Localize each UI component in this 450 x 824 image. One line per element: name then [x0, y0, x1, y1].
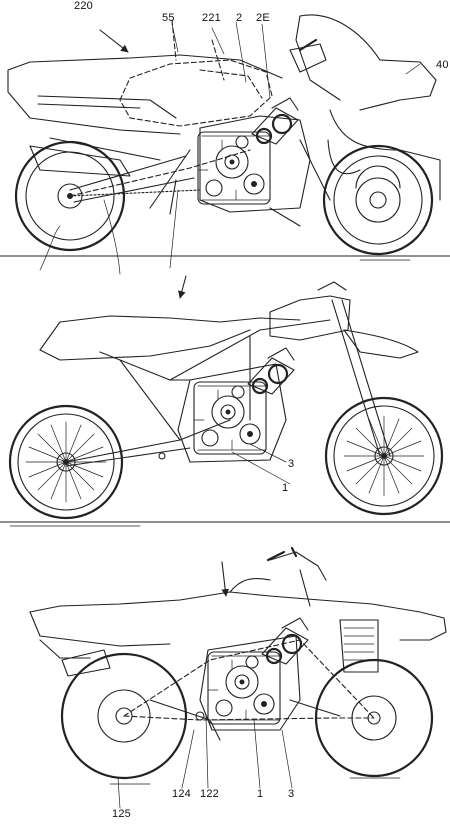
- ref-label-125: 125: [112, 808, 131, 820]
- ref-label-221: 221: [202, 12, 221, 24]
- ref-label-3: 3: [288, 788, 295, 800]
- ref-label-124: 124: [172, 788, 191, 800]
- atv-panel: [29, 546, 447, 809]
- ref-label-3: 3: [288, 458, 295, 470]
- transition-arrow-1: [178, 275, 187, 299]
- off-road-bike-panel: [0, 281, 450, 527]
- ref-label-1: 1: [282, 482, 289, 494]
- ref-label-2E: 2E: [256, 12, 270, 24]
- front-wheel: [324, 396, 444, 516]
- sport-bike-panel: [0, 14, 450, 275]
- ref-label-55: 55: [162, 12, 175, 24]
- ref-label-1: 1: [257, 788, 264, 800]
- ref-label-2: 2: [236, 12, 243, 24]
- front-wheel: [322, 144, 434, 256]
- transition-arrow-2: [221, 561, 230, 597]
- rear-wheel: [60, 652, 188, 780]
- ref-label-122: 122: [200, 788, 219, 800]
- ref-label-220: 220: [74, 0, 93, 12]
- ref-label-40: 40: [436, 59, 449, 71]
